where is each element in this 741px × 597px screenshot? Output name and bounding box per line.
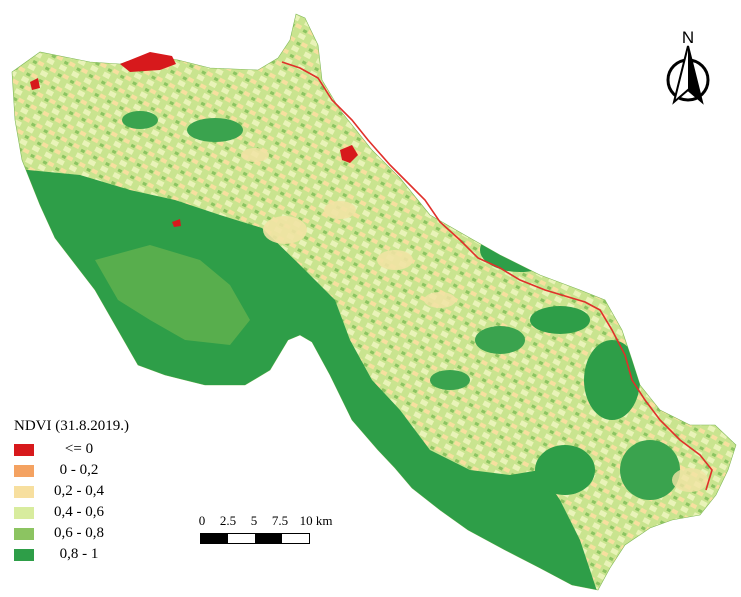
scale-track [200,533,310,544]
forest-patch [535,445,595,495]
bare-field-patch [263,216,307,244]
legend-swatch [14,485,34,498]
legend-swatch [14,527,34,540]
scale-segment [201,534,228,543]
forest-patch [475,326,525,354]
legend-item: 0,2 - 0,4 [14,481,129,502]
forest-patch [187,118,243,142]
scale-label: 0 [198,513,206,528]
legend-label: 0 - 0,2 [59,462,99,478]
scale-label: 2.5 [219,513,237,528]
legend-swatch [14,548,34,561]
legend-swatch [14,443,34,456]
bare-field-patch [377,250,413,270]
forest-patch [430,370,470,390]
scale-segment [282,534,309,543]
urban-area-central [340,145,358,163]
north-arrow-icon [666,45,710,105]
bare-field-patch [241,148,269,162]
scale-segment [228,534,255,543]
legend-label: 0,4 - 0,6 [54,504,104,520]
bare-field-patch [672,468,708,492]
north-letter: N [681,28,695,47]
legend: NDVI (31.8.2019.) <= 0 0 - 0,2 0,2 - 0,4… [14,418,129,565]
scale-label: 7.5 [271,513,289,528]
scale-bar: 0 2.5 5 7.5 10 km [196,513,346,544]
legend-item: 0,6 - 0,8 [14,523,129,544]
scale-segment [255,534,282,543]
scale-labels: 0 2.5 5 7.5 10 km [196,513,346,531]
urban-area-small [172,219,181,227]
river-line [281,61,713,491]
legend-item: <= 0 [14,439,129,460]
bare-field-patch [424,292,456,308]
legend-swatch [14,506,34,519]
legend-label: 0,2 - 0,4 [54,483,104,499]
legend-title: NDVI (31.8.2019.) [14,418,129,434]
legend-swatch [14,464,34,477]
urban-area-north [120,52,176,72]
scale-label: 10 km [299,513,333,528]
bare-field-patch [324,201,356,219]
legend-item: 0 - 0,2 [14,460,129,481]
legend-label: 0,8 - 1 [59,546,99,562]
north-arrow: N [660,28,716,108]
forest-patch [530,306,590,334]
legend-label: 0,6 - 0,8 [54,525,104,541]
urban-area-west [30,78,40,90]
forest-patch [122,111,158,129]
medium-vegetation-band [95,245,250,345]
forest-patch [620,440,680,500]
legend-item: 0,8 - 1 [14,544,129,565]
legend-item: 0,4 - 0,6 [14,502,129,523]
forest-patch [480,228,560,272]
scale-label: 5 [250,513,258,528]
legend-label: <= 0 [64,441,94,457]
